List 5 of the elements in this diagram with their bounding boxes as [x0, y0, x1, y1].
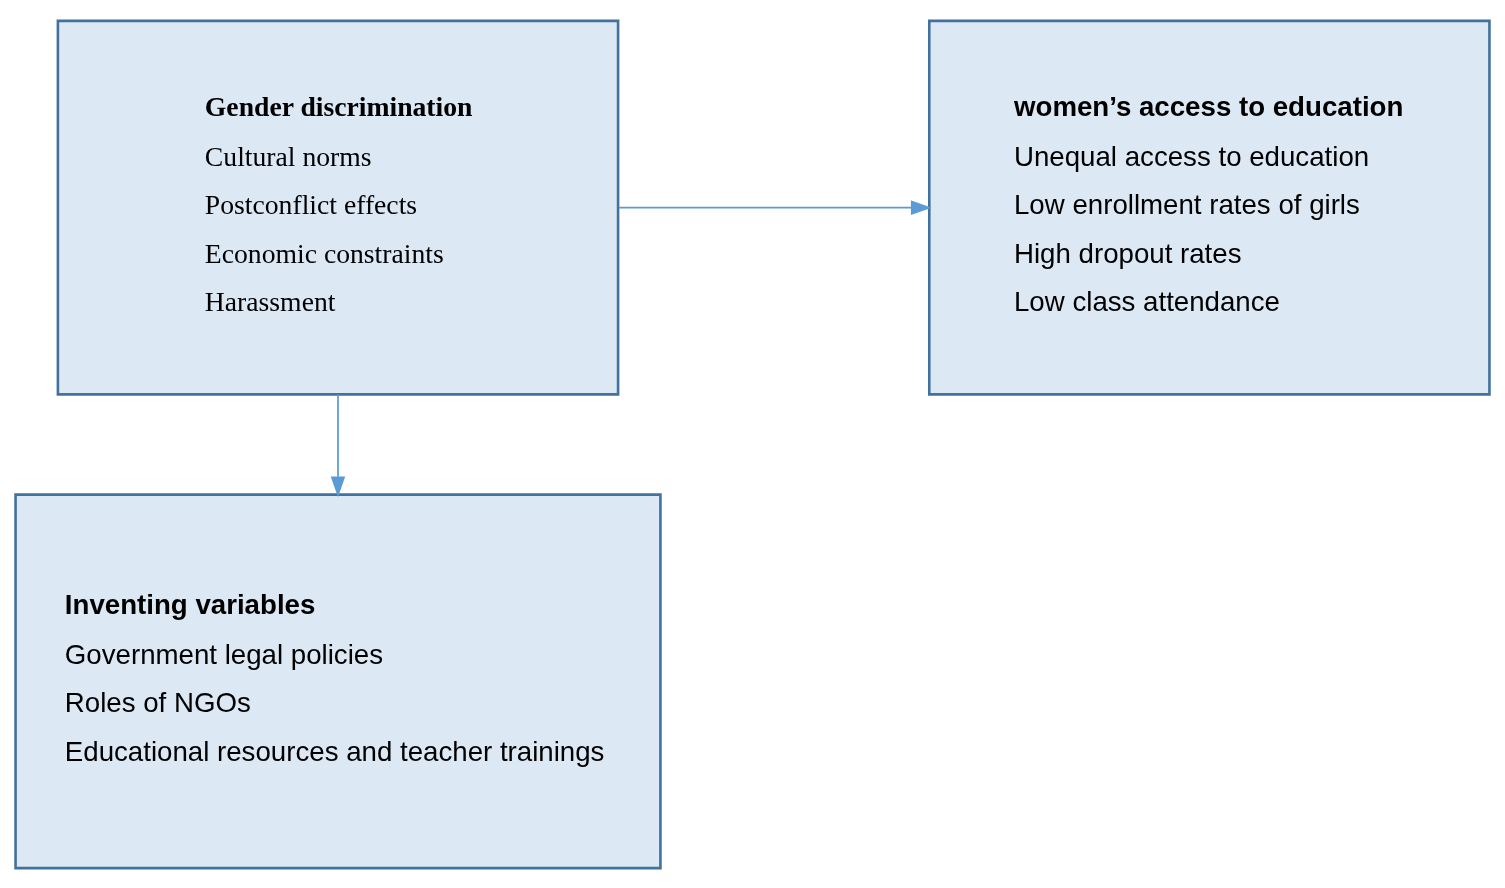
- node-box: Gender discrimination Cultural norms Postconflict effects Economic constraints Harassment: [56, 19, 620, 396]
- node-box: Inventing variables Government legal policies Roles of NGOs Educational resources and teacher trainings: [14, 492, 662, 869]
- arrow: [330, 393, 346, 497]
- arrow: [617, 199, 932, 215]
- node-box: women’s access to education Unequal access to education Low enrollment rates of girls High dropout rates Low class attendance: [928, 19, 1491, 396]
